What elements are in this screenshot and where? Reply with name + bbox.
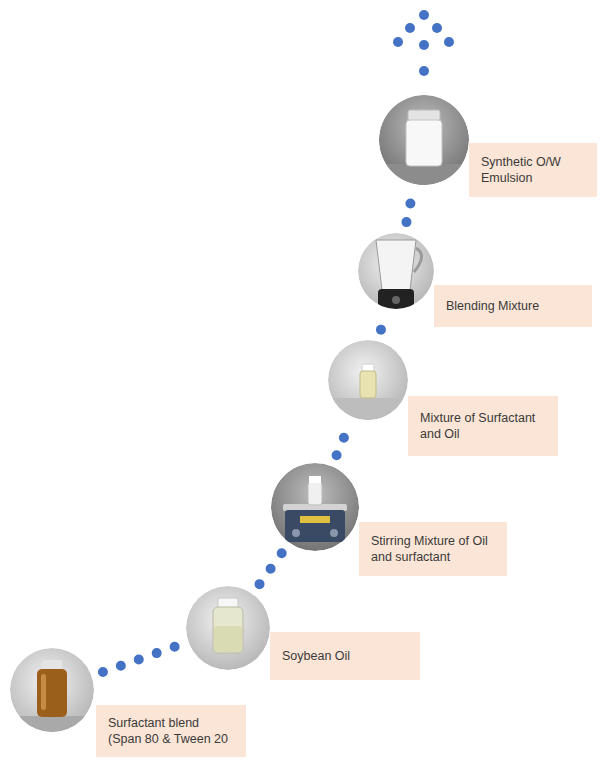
step-text: Synthetic O/W Emulsion (481, 154, 585, 187)
dotted-connector (337, 428, 348, 455)
step-label: Soybean Oil (270, 632, 420, 680)
dotted-connector (103, 646, 177, 672)
step-label: Stirring Mixture of Oil and surfactant (359, 522, 507, 576)
oil-bottle-photo (186, 586, 270, 670)
process-step: Blending Mixture (358, 233, 592, 327)
step-text: Surfactant blend (Span 80 & Tween 20 (108, 715, 234, 748)
step-label: Mixture of Surfactant and Oil (408, 396, 558, 456)
blender-photo (358, 233, 434, 311)
step-label: Blending Mixture (434, 285, 592, 327)
step-label: Surfactant blend (Span 80 & Tween 20 (96, 705, 246, 757)
step-label: Synthetic O/W Emulsion (469, 143, 597, 197)
amber-bottle-photo (10, 648, 94, 736)
process-step: Synthetic O/W Emulsion (379, 95, 597, 197)
vial-photo (328, 340, 408, 420)
step-text: Soybean Oil (282, 648, 408, 664)
dotted-connector (406, 196, 412, 222)
step-text: Mixture of Surfactant and Oil (420, 410, 546, 443)
process-step: Soybean Oil (186, 586, 420, 680)
process-step: Stirring Mixture of Oil and surfactant (271, 463, 507, 576)
step-text: Stirring Mixture of Oil and surfactant (371, 533, 495, 566)
splash-dots (393, 10, 454, 76)
emulsion-jar-photo (379, 95, 469, 186)
dotted-connector (260, 552, 283, 584)
stirrer-photo (271, 463, 359, 551)
process-step: Surfactant blend (Span 80 & Tween 20 (10, 648, 246, 757)
dotted-connector (381, 319, 384, 329)
step-text: Blending Mixture (446, 298, 580, 314)
process-step: Mixture of Surfactant and Oil (328, 340, 558, 456)
